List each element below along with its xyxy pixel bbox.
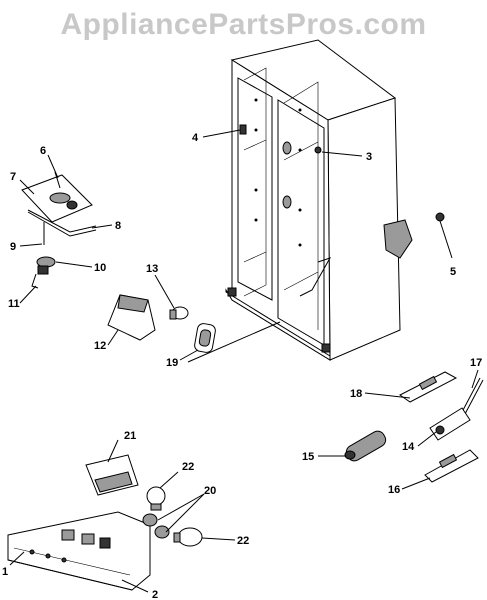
callout-9: 9 [10, 241, 16, 253]
callout-8: 8 [115, 220, 121, 232]
part-12-tray [107, 294, 156, 341]
callout-10: 10 [94, 262, 106, 274]
callout-2: 2 [152, 589, 158, 600]
callout-14: 14 [402, 441, 415, 453]
callout-3: 3 [366, 151, 372, 163]
dispenser-assembly [7, 454, 203, 591]
part-19-lens [194, 323, 216, 353]
callout-labels: 1 2 3 4 5 6 7 8 9 10 11 12 13 14 15 16 1… [2, 132, 482, 600]
refrigerator-cabinet [225, 39, 413, 361]
callout-18: 18 [350, 388, 362, 400]
callout-6: 6 [40, 145, 46, 157]
part-5-grommet [435, 212, 453, 259]
callout-11: 11 [8, 298, 20, 310]
water-filter-assembly [344, 371, 484, 483]
callout-4: 4 [192, 132, 199, 144]
callout-20: 20 [204, 485, 216, 497]
control-housing-assembly [21, 171, 97, 289]
callout-1: 1 [2, 566, 8, 578]
watermark: AppliancePartsPros.com [60, 8, 427, 41]
leader-lines [9, 129, 479, 593]
callout-5: 5 [450, 266, 456, 278]
callout-22-lower: 22 [237, 535, 249, 547]
callout-7: 7 [10, 171, 16, 183]
callout-19: 19 [166, 357, 178, 369]
callout-12: 12 [94, 340, 106, 352]
callout-15: 15 [302, 451, 314, 463]
callout-22-upper: 22 [182, 461, 194, 473]
callout-17: 17 [470, 357, 482, 369]
callout-13: 13 [146, 263, 158, 275]
callout-21: 21 [124, 430, 136, 442]
callout-16: 16 [388, 484, 400, 496]
part-13-bulb [169, 306, 189, 320]
